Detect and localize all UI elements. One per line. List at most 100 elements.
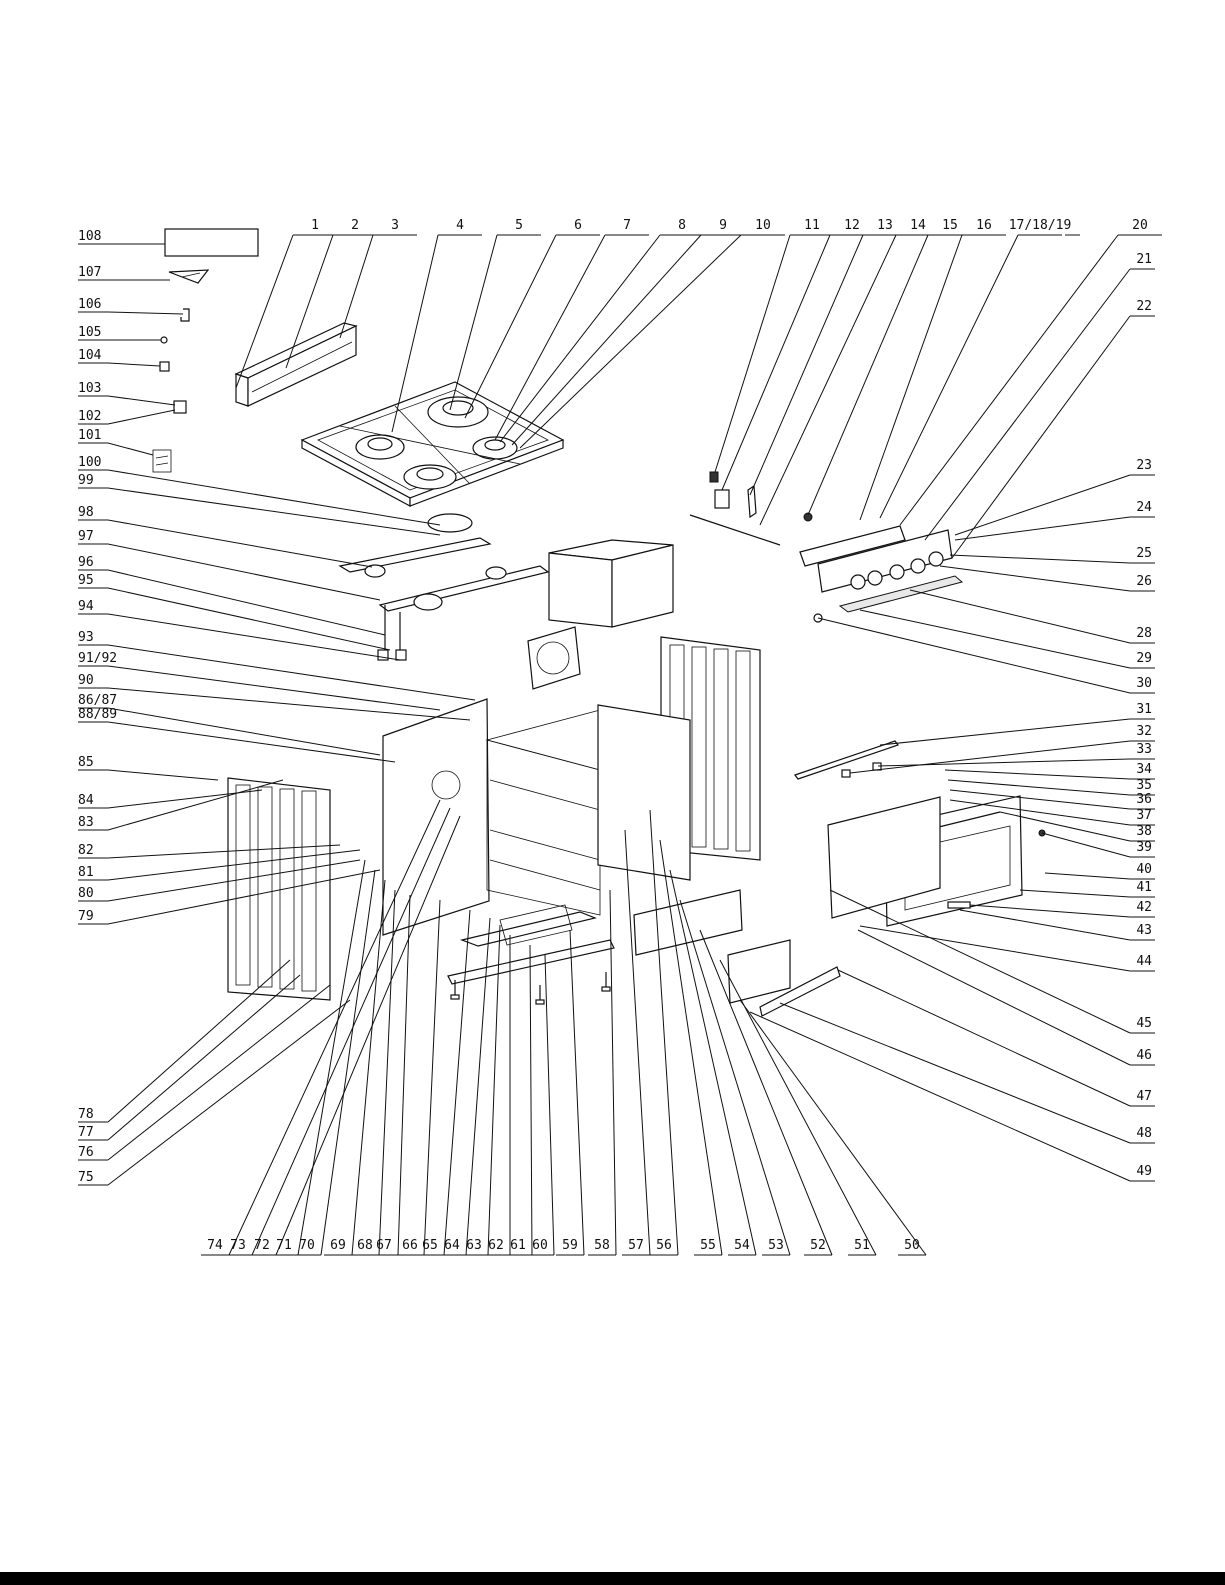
label-left-15: 93	[78, 630, 94, 645]
label-right-4: 25	[1136, 546, 1152, 561]
label-bottom-3: 71	[276, 1238, 292, 1253]
label-bottom-7: 67	[376, 1238, 392, 1253]
label-right-11: 33	[1136, 742, 1152, 757]
label-bottom-19: 55	[700, 1238, 716, 1253]
label-right-2: 23	[1136, 458, 1152, 473]
label-right-0: 21	[1136, 252, 1152, 267]
label-left-26: 79	[78, 909, 94, 924]
label-right-26: 48	[1136, 1126, 1152, 1141]
label-left-21: 84	[78, 793, 94, 808]
label-bottom-23: 51	[854, 1238, 870, 1253]
label-top-4: 5	[515, 218, 523, 233]
label-left-13: 95	[78, 573, 94, 588]
label-left-9: 99	[78, 473, 94, 488]
label-top-14: 15	[942, 218, 958, 233]
label-top-17: 20	[1132, 218, 1148, 233]
label-top-8: 9	[719, 218, 727, 233]
leader-lines	[78, 234, 1162, 1256]
label-left-16: 91/92	[78, 651, 117, 666]
label-right-27: 49	[1136, 1164, 1152, 1179]
label-top-12: 13	[877, 218, 893, 233]
label-bottom-22: 52	[810, 1238, 826, 1253]
label-bottom-5: 69	[330, 1238, 346, 1253]
label-top-1: 2	[351, 218, 359, 233]
label-right-15: 37	[1136, 808, 1152, 823]
label-right-10: 32	[1136, 724, 1152, 739]
label-left-23: 82	[78, 843, 94, 858]
label-left-10: 98	[78, 505, 94, 520]
label-left-14: 94	[78, 599, 94, 614]
label-top-10: 11	[804, 218, 820, 233]
base-and-feet-part	[447, 904, 615, 1005]
fan-cover-part	[527, 626, 581, 690]
oven-door-part	[794, 740, 1046, 927]
label-bottom-12: 62	[488, 1238, 504, 1253]
label-left-7: 101	[78, 428, 101, 443]
label-bottom-21: 53	[768, 1238, 784, 1253]
label-left-6: 102	[78, 409, 101, 424]
label-top-7: 8	[678, 218, 686, 233]
label-right-13: 35	[1136, 778, 1152, 793]
label-bottom-18: 56	[656, 1238, 672, 1253]
label-top-15: 16	[976, 218, 992, 233]
label-bottom-8: 66	[402, 1238, 418, 1253]
label-right-3: 24	[1136, 500, 1152, 515]
label-bottom-6: 68	[357, 1238, 373, 1253]
control-panel-part	[689, 471, 964, 623]
label-top-11: 12	[844, 218, 860, 233]
backguard-part	[234, 322, 358, 407]
cooktop-part	[300, 381, 565, 508]
label-bottom-10: 64	[444, 1238, 460, 1253]
label-top-3: 4	[456, 218, 464, 233]
label-left-2: 106	[78, 297, 101, 312]
label-left-11: 97	[78, 529, 94, 544]
label-right-1: 22	[1136, 299, 1152, 314]
label-bottom-2: 72	[254, 1238, 270, 1253]
label-right-17: 39	[1136, 840, 1152, 855]
label-bottom-24: 50	[904, 1238, 920, 1253]
label-right-12: 34	[1136, 762, 1152, 777]
label-left-3: 105	[78, 325, 101, 340]
label-top-9: 10	[755, 218, 771, 233]
label-left-19: 88/89	[78, 707, 117, 722]
label-bottom-14: 60	[532, 1238, 548, 1253]
label-top-2: 3	[391, 218, 399, 233]
label-right-22: 44	[1136, 954, 1152, 969]
label-bottom-0: 74	[207, 1238, 223, 1253]
label-bottom-1: 73	[230, 1238, 246, 1253]
label-left-22: 83	[78, 815, 94, 830]
label-bottom-20: 54	[734, 1238, 750, 1253]
label-left-30: 75	[78, 1170, 94, 1185]
label-top-0: 1	[311, 218, 319, 233]
label-right-8: 30	[1136, 676, 1152, 691]
bottom-border-bar	[0, 1572, 1225, 1585]
label-left-12: 96	[78, 555, 94, 570]
label-right-24: 46	[1136, 1048, 1152, 1063]
label-left-18: 86/87	[78, 693, 117, 708]
label-bottom-9: 65	[422, 1238, 438, 1253]
label-right-20: 42	[1136, 900, 1152, 915]
label-left-5: 103	[78, 381, 101, 396]
parts-drawing	[152, 228, 1046, 1017]
insulation-box-part	[548, 539, 674, 628]
label-left-24: 81	[78, 865, 94, 880]
label-left-25: 80	[78, 886, 94, 901]
label-left-8: 100	[78, 455, 101, 470]
label-bottom-15: 59	[562, 1238, 578, 1253]
label-bottom-4: 70	[299, 1238, 315, 1253]
label-bottom-17: 57	[628, 1238, 644, 1253]
label-left-17: 90	[78, 673, 94, 688]
label-top-13: 14	[910, 218, 926, 233]
label-left-4: 104	[78, 348, 102, 363]
label-right-5: 26	[1136, 574, 1152, 589]
label-left-28: 77	[78, 1125, 94, 1140]
label-left-1: 107	[78, 265, 101, 280]
label-right-9: 31	[1136, 702, 1152, 717]
label-bottom-13: 61	[510, 1238, 526, 1253]
label-right-7: 29	[1136, 651, 1152, 666]
label-right-21: 43	[1136, 923, 1152, 938]
label-left-0: 108	[78, 229, 101, 244]
label-right-6: 28	[1136, 626, 1152, 641]
label-right-19: 41	[1136, 880, 1152, 895]
